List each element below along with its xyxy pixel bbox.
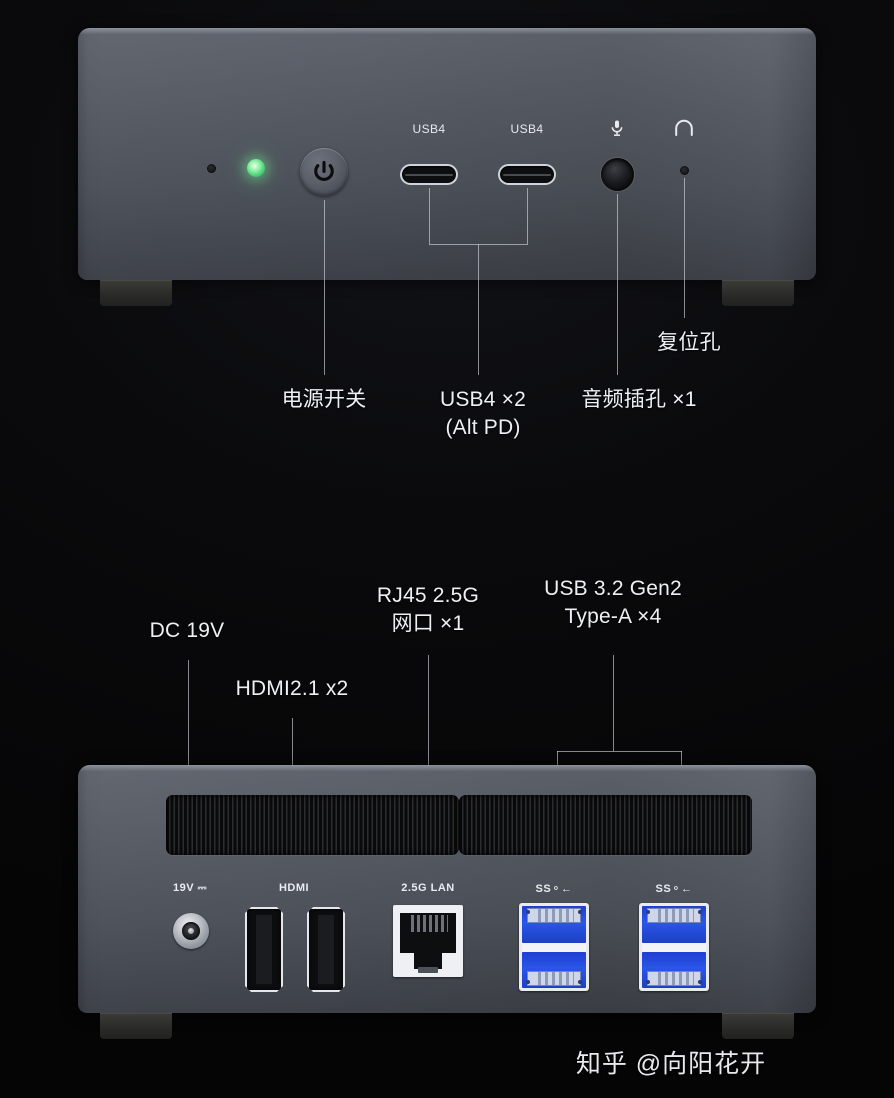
front-foot-right: [722, 280, 794, 306]
usb-a-port-1-contacts: [533, 908, 575, 923]
leader-reset-hole: [684, 178, 685, 318]
leader-audio-jack: [617, 194, 618, 375]
usb-a-group-1-divider: [522, 942, 586, 952]
microphone-icon: [608, 118, 626, 143]
leader-usb-a-drop: [613, 655, 614, 751]
headphone-icon: [673, 118, 695, 143]
reset-hole[interactable]: [680, 166, 689, 175]
hdmi-port-1[interactable]: [245, 907, 283, 992]
lan-port-tab: [418, 966, 438, 974]
usb-a-port-3-screw-right: [698, 910, 702, 914]
callout-dc-power: DC 19V: [149, 619, 225, 642]
rear-foot-left: [100, 1013, 172, 1039]
vent-right: [459, 795, 752, 855]
lan-port[interactable]: [393, 905, 463, 977]
leader-usb-a-bridge: [557, 751, 682, 752]
dc-power-port[interactable]: [173, 913, 209, 949]
power-icon: [314, 160, 334, 181]
lan-silk-label: 2.5G LAN: [401, 882, 455, 894]
usb-ss-silk-label-1: SS⚬←: [535, 883, 573, 895]
callout-usb-a-ports: USB 3.2 Gen2 Type-A ×4: [544, 577, 682, 628]
leader-usb4-right-stub: [527, 188, 528, 244]
power-led: [247, 159, 265, 177]
usb4-port-right[interactable]: [498, 164, 556, 185]
watermark: 知乎 @向阳花开: [575, 1050, 767, 1078]
hdmi-silk-label: HDMI: [278, 882, 310, 894]
hdmi-port-2-cavity: [317, 914, 335, 985]
front-status-pinhole: [207, 164, 216, 173]
usb4-port-left[interactable]: [400, 164, 458, 185]
callout-usb4-ports: USB4 ×2 (Alt PD): [439, 388, 527, 439]
vent-left: [166, 795, 459, 855]
leader-usb4-drop: [478, 244, 479, 375]
power-button[interactable]: [300, 148, 348, 196]
usb-a-port-3-contacts: [653, 908, 695, 923]
callout-power-switch: 电源开关: [281, 388, 367, 411]
callout-audio-jack: 音频插孔 ×1: [581, 388, 697, 411]
usb-a-port-2-screw-left: [526, 980, 530, 984]
usb-a-port-group-1[interactable]: [519, 903, 589, 991]
front-foot-left: [100, 280, 172, 306]
leader-power-switch: [324, 200, 325, 375]
audio-jack-port[interactable]: [601, 158, 634, 191]
usb-a-port-1-screw-right: [578, 910, 582, 914]
usb-a-port-4-contacts: [653, 971, 695, 986]
usb-a-port-4-screw-left: [646, 980, 650, 984]
lan-port-notch: [414, 953, 442, 970]
usb-a-port-group-2[interactable]: [639, 903, 709, 991]
dc-power-port-inner: [181, 921, 201, 941]
lan-port-pins: [407, 915, 449, 933]
usb-a-port-4-screw-right: [698, 980, 702, 984]
dc-in-silk-label: 19V ⎓: [173, 882, 207, 894]
callout-reset-hole: 复位孔: [657, 331, 721, 354]
usb-a-port-2-screw-right: [578, 980, 582, 984]
rear-foot-right: [722, 1013, 794, 1039]
lan-port-cavity: [400, 912, 456, 954]
hdmi-port-2[interactable]: [307, 907, 345, 992]
usb-a-port-4[interactable]: [642, 951, 706, 988]
usb-a-port-1[interactable]: [522, 906, 586, 943]
usb-a-port-3-screw-left: [646, 910, 650, 914]
front-chassis: [78, 28, 816, 280]
callout-hdmi-ports: HDMI2.1 x2: [235, 677, 349, 700]
usb-a-port-3[interactable]: [642, 906, 706, 943]
leader-usb4-left-stub: [429, 188, 430, 244]
usb-ss-silk-label-2: SS⚬←: [655, 883, 693, 895]
usb4-left-label: USB4: [412, 122, 446, 136]
usb-a-port-2[interactable]: [522, 951, 586, 988]
usb-a-port-2-contacts: [533, 971, 575, 986]
usb4-right-label: USB4: [510, 122, 544, 136]
usb-a-group-2-divider: [642, 942, 706, 952]
usb-a-port-1-screw-left: [526, 910, 530, 914]
dc-power-port-pin: [187, 927, 195, 935]
hdmi-port-1-cavity: [255, 914, 273, 985]
callout-lan-port: RJ45 2.5G 网口 ×1: [376, 584, 480, 635]
